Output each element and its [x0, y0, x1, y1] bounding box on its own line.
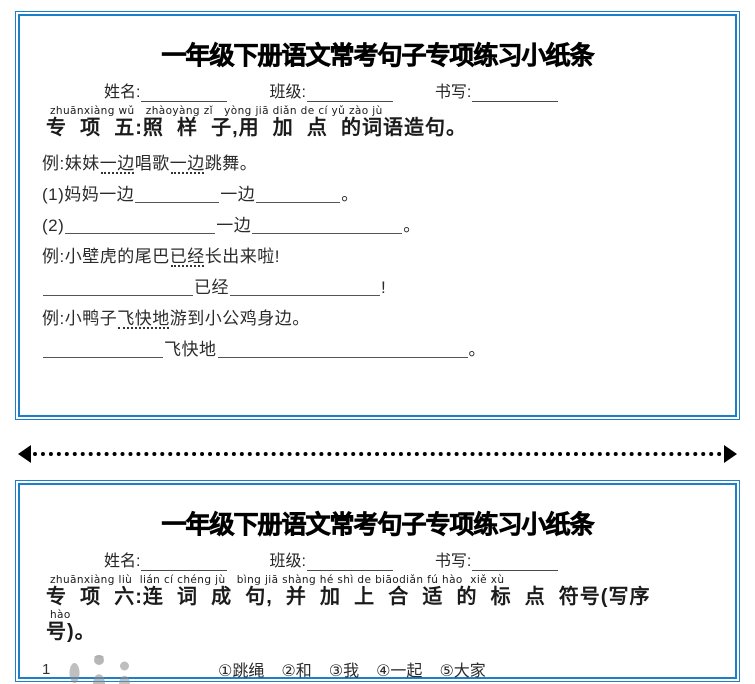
- section-pinyin-5: zhuānxiàng wǔ zhàoyàng zǐ yòng jiā diǎn …: [50, 105, 383, 117]
- section-pinyin-6-line1: zhuānxiàng liù lián cí chéng jù bìng jiā…: [50, 574, 505, 586]
- name-blank-2[interactable]: [141, 555, 228, 571]
- section-pinyin-6-line2: hào: [50, 608, 71, 621]
- example-prefix-2: 例:小壁虎的尾巴: [42, 246, 170, 266]
- figure-strip-1: [68, 654, 218, 684]
- exercise-prefix-2: (2): [42, 215, 65, 235]
- section-title-6-line2: 号)。: [46, 620, 96, 643]
- exercise-mid-1: 一边: [220, 184, 256, 204]
- exercise-prefix-1: (1)妈妈一边: [42, 184, 135, 204]
- emphasis-word-3a: 飞快地: [117, 308, 170, 329]
- writing-field-2[interactable]: 书写:: [434, 547, 559, 571]
- example-prefix-3: 例:小鸭子: [42, 308, 118, 328]
- class-field-1[interactable]: 班级:: [269, 78, 393, 102]
- example-line-3: 例:小鸭子 飞快地 游到小公鸡身边。: [36, 308, 719, 329]
- person-figure-icon: [117, 660, 132, 684]
- example-mid-1: 唱歌: [134, 153, 170, 173]
- exercise-line-3: 已经 !: [36, 279, 719, 296]
- exercise-line-1: (1)妈妈一边 一边 。: [36, 186, 719, 203]
- meta-row-2: 姓名: 班级: 书写:: [36, 547, 719, 571]
- choice-item-1[interactable]: ①跳绳: [218, 663, 265, 681]
- choice-item-5[interactable]: ⑤大家: [439, 663, 486, 681]
- arrow-right-icon: [724, 445, 737, 463]
- section-title-5: 专 项 五:照 样 子,用 加 点 的词语造句。: [46, 117, 468, 140]
- writing-label-1: 书写:: [434, 84, 472, 101]
- choice-list-1: ①跳绳 ②和 ③我 ④一起 ⑤大家: [218, 657, 486, 681]
- cut-line-separator: [18, 443, 737, 465]
- exercise-suffix-2: 。: [403, 215, 421, 235]
- page-title-2: 一年级下册语文常考句子专项练习小纸条: [161, 510, 595, 540]
- question-row-1: 1: [36, 654, 719, 684]
- person-figure-icon: [68, 662, 81, 684]
- class-label-1: 班级:: [269, 84, 306, 101]
- dotted-cut-line: [33, 452, 722, 456]
- worksheet-card-1: 一年级下册语文常考句子专项练习小纸条 姓名: 班级: 书写: zhuānxiàn…: [15, 11, 740, 420]
- exercise-mid-2: 一边: [216, 215, 252, 235]
- exercise-line-4: 飞快地 。: [36, 341, 719, 358]
- example-suffix-1: 跳舞。: [204, 153, 258, 173]
- name-blank-1[interactable]: [141, 86, 228, 102]
- worksheet-card-2: 一年级下册语文常考句子专项练习小纸条 姓名: 班级: 书写: zhuānxiàn…: [15, 480, 740, 684]
- section-heading-6: zhuānxiàng liù lián cí chéng jù bìng jiā…: [36, 574, 719, 644]
- name-field-2[interactable]: 姓名:: [104, 547, 228, 571]
- answer-blank-4b[interactable]: [217, 341, 468, 358]
- person-figure-icon: [90, 654, 108, 684]
- question-number-1: 1: [42, 660, 51, 678]
- emphasis-word-2a: 已经: [169, 246, 205, 267]
- emphasis-word-1b: 一边: [169, 153, 205, 174]
- example-line-2: 例:小壁虎的尾巴 已经 长出来啦!: [36, 246, 719, 267]
- example-prefix-1: 例:妹妹: [42, 153, 100, 173]
- exercise-suffix-3: !: [381, 277, 387, 297]
- exercise-line-2: (2) 一边 。: [36, 217, 719, 234]
- class-blank-2[interactable]: [306, 555, 393, 571]
- choice-item-2[interactable]: ②和: [281, 663, 312, 681]
- answer-blank-2a[interactable]: [65, 217, 216, 234]
- exercise-suffix-1: 。: [341, 184, 359, 204]
- section-heading-5: zhuānxiàng wǔ zhàoyàng zǐ yòng jiā diǎn …: [36, 105, 719, 141]
- meta-row-1: 姓名: 班级: 书写:: [36, 78, 719, 102]
- class-blank-1[interactable]: [306, 86, 393, 102]
- writing-field-1[interactable]: 书写:: [434, 78, 559, 102]
- writing-blank-1[interactable]: [472, 86, 559, 102]
- answer-blank-1a[interactable]: [135, 186, 220, 203]
- choice-item-4[interactable]: ④一起: [376, 663, 423, 681]
- writing-blank-2[interactable]: [472, 555, 559, 571]
- answer-blank-1b[interactable]: [256, 186, 341, 203]
- name-label-2: 姓名:: [104, 553, 141, 570]
- page-title-1: 一年级下册语文常考句子专项练习小纸条: [161, 41, 595, 71]
- answer-blank-3b[interactable]: [230, 279, 380, 296]
- name-field-1[interactable]: 姓名:: [104, 78, 228, 102]
- choice-item-3[interactable]: ③我: [328, 663, 360, 681]
- class-label-2: 班级:: [269, 553, 306, 570]
- emphasis-word-1a: 一边: [99, 153, 135, 174]
- answer-blank-3a[interactable]: [43, 279, 193, 296]
- example-suffix-3: 游到小公鸡身边。: [169, 308, 310, 328]
- exercise-mid-3: 已经: [194, 277, 229, 297]
- answer-blank-2b[interactable]: [252, 217, 403, 234]
- answer-blank-4a[interactable]: [43, 341, 163, 358]
- example-suffix-2: 长出来啦!: [204, 246, 280, 266]
- arrow-left-icon: [18, 445, 31, 463]
- exercise-suffix-4: 。: [468, 339, 486, 359]
- class-field-2[interactable]: 班级:: [269, 547, 393, 571]
- section-title-6-line1: 专 项 六:连 词 成 句, 并 加 上 合 适 的 标 点 符号(写序: [46, 586, 651, 609]
- exercise-mid-4: 飞快地: [164, 339, 217, 359]
- name-label-1: 姓名:: [104, 84, 141, 101]
- writing-label-2: 书写:: [434, 553, 472, 570]
- example-line-1: 例:妹妹 一边 唱歌 一边 跳舞。: [36, 153, 719, 174]
